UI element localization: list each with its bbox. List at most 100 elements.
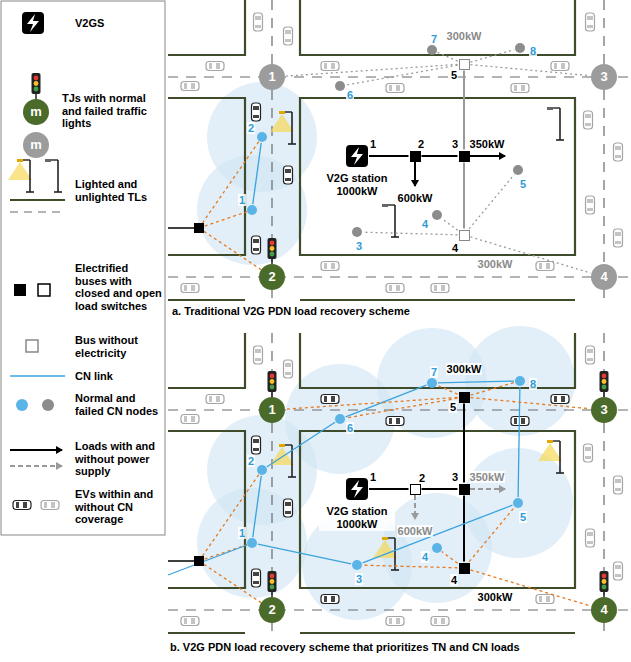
car-window xyxy=(389,418,392,424)
signal-green xyxy=(270,385,275,390)
car-window xyxy=(324,396,327,402)
traffic-junction: m xyxy=(23,132,49,158)
ev-car xyxy=(252,436,261,454)
cn-node: 8 xyxy=(515,43,525,53)
load-value: 300kW xyxy=(446,363,483,376)
supply-line xyxy=(442,552,458,564)
bus-number: 2 xyxy=(417,138,425,151)
signal-red xyxy=(270,574,275,579)
cn-number: 7 xyxy=(430,33,438,46)
traffic-light xyxy=(268,238,277,259)
junction-number: 4 xyxy=(600,270,607,285)
supply-line xyxy=(469,508,514,562)
supply-line xyxy=(471,50,515,63)
car-window xyxy=(253,448,259,451)
junction-number: m xyxy=(30,105,42,120)
car-window xyxy=(253,439,259,443)
ev-car xyxy=(284,166,293,184)
lamp-pole xyxy=(559,441,561,473)
junction-number: 3 xyxy=(600,70,607,85)
ev-car xyxy=(252,236,261,254)
supply-line xyxy=(471,237,591,273)
car-window xyxy=(285,178,291,181)
supply-line xyxy=(469,175,514,229)
ev-car xyxy=(511,84,529,93)
ev-car xyxy=(13,501,31,510)
signal-red xyxy=(602,374,607,379)
car-window xyxy=(539,596,542,602)
ev-car xyxy=(321,395,339,404)
ev-car xyxy=(586,346,595,364)
road-edge xyxy=(168,431,245,588)
car-window xyxy=(191,285,195,291)
traffic-light xyxy=(600,371,609,392)
lamp-pole xyxy=(394,538,396,570)
cn-node: 7 xyxy=(427,378,437,388)
traffic-junction: m xyxy=(23,99,49,125)
junction-number: 2 xyxy=(268,603,275,618)
car-window xyxy=(191,416,195,422)
bus-number: 1 xyxy=(369,138,377,151)
car-window xyxy=(285,39,291,42)
lamp-head xyxy=(382,537,388,540)
car-window xyxy=(585,123,591,126)
ev-car xyxy=(206,62,224,71)
supply-line xyxy=(199,137,262,228)
light-rays xyxy=(8,162,32,180)
cn-node: 8 xyxy=(515,376,525,386)
car-window xyxy=(615,146,621,150)
ev-car xyxy=(254,13,263,31)
cn-number: 4 xyxy=(421,218,429,231)
pdn-line xyxy=(422,155,458,157)
supply-line xyxy=(199,210,252,228)
light-rays xyxy=(538,443,562,461)
traffic-junction: 2 xyxy=(259,597,285,623)
car-window xyxy=(554,63,557,69)
lamp-head xyxy=(382,204,388,207)
lamp-head xyxy=(279,444,285,447)
v2g-station: 1V2G station 1000kW xyxy=(346,478,368,500)
lamp-pole xyxy=(394,205,396,237)
legend-text: EVs within and without CN coverage xyxy=(75,488,163,526)
signal-red xyxy=(270,241,275,246)
cn-link xyxy=(253,143,261,204)
ev-car xyxy=(536,595,554,604)
cn-number: 5 xyxy=(519,178,527,191)
legend-text: Normal and failed CN nodes xyxy=(75,392,161,417)
v2g-station: 1V2G station 1000kW xyxy=(346,145,368,167)
car-window xyxy=(389,85,392,91)
traffic-junction: 4 xyxy=(591,264,617,290)
ev-car xyxy=(181,617,199,626)
road-edge xyxy=(168,98,245,255)
load-value: 350kW xyxy=(469,471,506,484)
legend-text: TJs with normal and failed traffic light… xyxy=(62,92,158,130)
car-window xyxy=(209,63,212,69)
ev-car xyxy=(586,529,595,547)
car-window xyxy=(331,596,335,602)
road-edge xyxy=(168,333,245,388)
bus-number: 3 xyxy=(451,471,459,484)
bus-unpowered xyxy=(26,340,38,352)
signal-yellow xyxy=(34,81,39,86)
car-window xyxy=(191,618,195,624)
car-window xyxy=(587,532,593,536)
lamp-pole xyxy=(291,112,293,144)
supply-line xyxy=(471,65,591,76)
lane-marking xyxy=(168,76,631,77)
car-window xyxy=(585,114,591,118)
car-window xyxy=(184,285,187,291)
supply-line xyxy=(471,383,515,396)
car-window xyxy=(253,581,259,584)
road-edge xyxy=(300,98,575,255)
ev-car xyxy=(254,346,263,364)
cn-node: 1 xyxy=(247,205,257,215)
ev-car xyxy=(321,62,339,71)
ev-car xyxy=(551,62,569,71)
junction-number: 3 xyxy=(600,403,607,418)
pdn-bus: 4 xyxy=(459,563,470,574)
cn-link xyxy=(518,387,520,497)
lamp-base xyxy=(26,191,34,193)
car-window xyxy=(615,565,621,569)
lamp-base xyxy=(391,569,399,571)
